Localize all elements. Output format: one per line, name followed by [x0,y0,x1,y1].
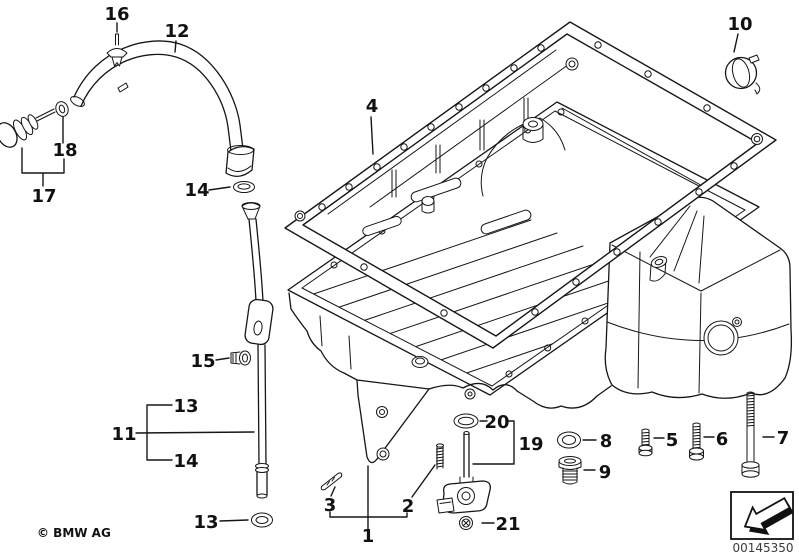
callout-2-label[interactable]: 2 [402,496,415,517]
callout-16-label[interactable]: 16 [104,4,129,25]
callout-14-bracket-label[interactable]: 14 [173,451,198,472]
callout-14-upper-label[interactable]: 14 [184,180,209,201]
callout-5-label[interactable]: 5 [666,430,679,451]
callout-9-label[interactable]: 9 [599,462,612,483]
stud-2-drawing [436,443,444,470]
callout-leader-lines [21,22,775,530]
dipstick-grommet [55,101,69,117]
callout-12-label[interactable]: 12 [164,21,189,42]
guide-tube-lower-drawing [241,202,274,528]
bolt-6-drawing [689,422,704,461]
callout-1-label[interactable]: 1 [362,526,375,547]
copyright-label: © BMW AG [37,526,111,540]
callout-20-label[interactable]: 20 [484,412,509,433]
callout-18-label[interactable]: 18 [52,140,77,161]
callout-19-label[interactable]: 19 [518,434,543,455]
screw-21-drawing [459,516,473,530]
stud-3-drawing [320,472,343,491]
callout-17-label[interactable]: 17 [31,186,56,207]
callout-3-label[interactable]: 3 [324,495,337,516]
callout-6-label[interactable]: 6 [716,429,729,450]
tube-seal-ring-14 [233,181,255,193]
callout-4-label[interactable]: 4 [366,96,379,117]
dipstick-drawing [0,101,69,148]
image-code-label: 00145350 [732,541,793,555]
o-ring-20-drawing [453,413,479,429]
bolt-5-drawing [638,428,653,457]
callout-15-label[interactable]: 15 [190,351,215,372]
bolt-7-drawing [741,391,760,478]
callout-8-label[interactable]: 8 [600,431,613,452]
callout-10-label[interactable]: 10 [727,14,752,35]
oil-pan-drawing [287,49,793,464]
callout-11-label[interactable]: 11 [111,424,136,445]
callout-21-label[interactable]: 21 [495,514,520,535]
oil-pan-gasket-drawing [284,21,777,349]
callout-labels: 16 12 18 17 14 4 10 15 13 11 14 13 3 2 1… [31,4,789,547]
callout-13-lower-label[interactable]: 13 [193,512,218,533]
seal-ring-8-drawing [557,431,581,449]
cap-10-drawing [724,54,761,95]
bolt-15-drawing [230,350,251,366]
drain-plug-9-drawing [558,456,582,485]
clip-16-drawing [106,33,128,67]
direction-of-travel-arrow-icon [730,491,794,540]
callout-13-bracket-label[interactable]: 13 [173,396,198,417]
tube-o-ring-13 [251,512,273,528]
callout-7-label[interactable]: 7 [777,428,790,449]
guide-tube-upper-drawing [70,40,255,193]
oil-level-sensor-drawing [436,431,491,514]
